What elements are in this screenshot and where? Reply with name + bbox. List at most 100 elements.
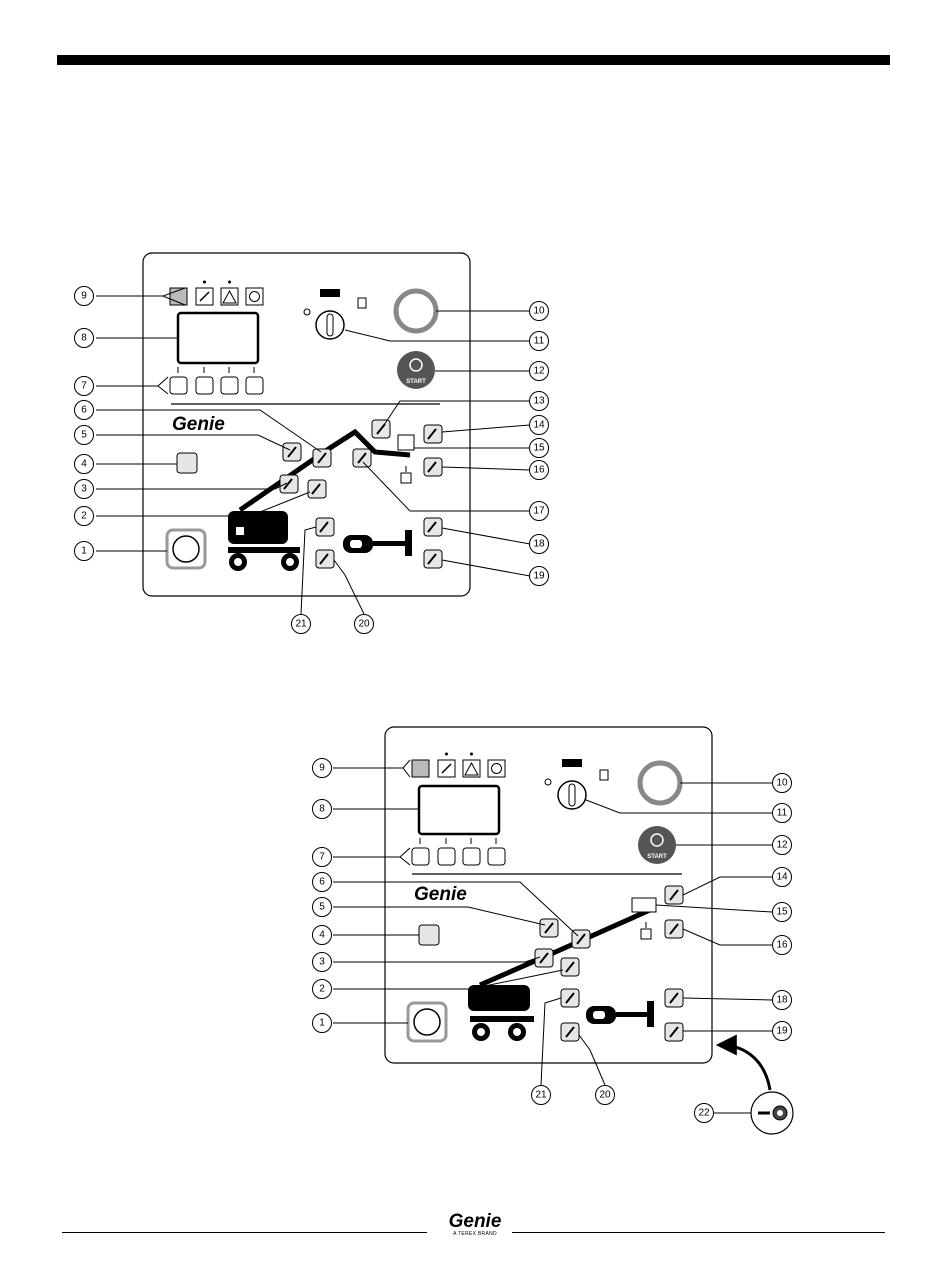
callout-bottom-6: 6 bbox=[313, 873, 332, 892]
bottom-panel: START Genie bbox=[385, 727, 712, 1063]
svg-text:START: START bbox=[406, 379, 426, 385]
footer-rule-right bbox=[512, 1232, 885, 1233]
svg-text:7: 7 bbox=[81, 381, 87, 392]
svg-text:11: 11 bbox=[534, 336, 545, 347]
callout-top-7: 7 bbox=[75, 377, 94, 396]
footer-rule-left bbox=[62, 1232, 427, 1233]
svg-text:14: 14 bbox=[776, 872, 788, 883]
callout-bottom-15: 15 bbox=[773, 903, 792, 922]
svg-text:20: 20 bbox=[358, 619, 370, 630]
svg-text:9: 9 bbox=[319, 763, 325, 774]
svg-text:11: 11 bbox=[777, 808, 788, 819]
svg-text:17: 17 bbox=[533, 506, 545, 517]
svg-text:14: 14 bbox=[533, 420, 545, 431]
svg-text:15: 15 bbox=[533, 443, 545, 454]
callout-top-21: 21 bbox=[292, 615, 311, 634]
svg-text:19: 19 bbox=[776, 1026, 788, 1037]
callout-top-2: 2 bbox=[75, 507, 94, 526]
callout-top-19: 19 bbox=[530, 567, 549, 586]
callout-bottom-14: 14 bbox=[773, 868, 792, 887]
lcd-display-2 bbox=[419, 786, 499, 834]
svg-text:21: 21 bbox=[295, 619, 307, 630]
svg-text:18: 18 bbox=[533, 539, 545, 550]
svg-text:1: 1 bbox=[319, 1018, 325, 1029]
footer-logo: Genie A TEREX BRAND bbox=[440, 1212, 510, 1237]
callout-top-18: 18 bbox=[530, 535, 549, 554]
callout-bottom-3: 3 bbox=[313, 953, 332, 972]
svg-text:15: 15 bbox=[776, 907, 788, 918]
callout-bottom-9: 9 bbox=[313, 759, 332, 778]
foot-switch-2 bbox=[408, 1003, 446, 1041]
callout-top-5: 5 bbox=[75, 426, 94, 445]
svg-text:START: START bbox=[647, 854, 667, 860]
svg-text:6: 6 bbox=[319, 877, 325, 888]
svg-text:10: 10 bbox=[776, 778, 788, 789]
svg-text:22: 22 bbox=[698, 1108, 710, 1119]
top-panel: START Genie bbox=[143, 253, 470, 596]
emergency-stop bbox=[396, 291, 436, 331]
key-icon bbox=[751, 1092, 793, 1134]
callout-bottom-12: 12 bbox=[773, 836, 792, 855]
callout-top-9: 9 bbox=[75, 287, 94, 306]
start-button: START bbox=[397, 351, 435, 389]
foot-switch bbox=[167, 530, 205, 568]
svg-text:8: 8 bbox=[81, 333, 87, 344]
svg-text:21: 21 bbox=[535, 1090, 547, 1101]
svg-text:8: 8 bbox=[319, 804, 325, 815]
svg-text:2: 2 bbox=[81, 511, 87, 522]
svg-text:4: 4 bbox=[319, 930, 325, 941]
lcd-display bbox=[178, 313, 258, 363]
callout-top-17: 17 bbox=[530, 502, 549, 521]
curved-arrow bbox=[720, 1045, 770, 1090]
callout-bottom-5: 5 bbox=[313, 898, 332, 917]
callout-top-13: 13 bbox=[530, 392, 549, 411]
svg-text:5: 5 bbox=[319, 902, 325, 913]
panel-logo: Genie bbox=[172, 414, 225, 435]
svg-text:9: 9 bbox=[81, 291, 87, 302]
svg-text:10: 10 bbox=[533, 306, 545, 317]
panel-logo-2: Genie bbox=[414, 884, 467, 905]
svg-text:20: 20 bbox=[599, 1090, 611, 1101]
callout-bottom-19: 19 bbox=[773, 1022, 792, 1041]
svg-text:4: 4 bbox=[81, 459, 87, 470]
callout-bottom-2: 2 bbox=[313, 980, 332, 999]
callout-top-3: 3 bbox=[75, 480, 94, 499]
callout-top-11: 11 bbox=[530, 332, 549, 351]
svg-text:5: 5 bbox=[81, 430, 87, 441]
svg-text:3: 3 bbox=[319, 957, 325, 968]
svg-text:7: 7 bbox=[319, 852, 325, 863]
callout-top-12: 12 bbox=[530, 362, 549, 381]
callout-top-20: 20 bbox=[355, 615, 374, 634]
footer-logo-name: Genie bbox=[440, 1212, 510, 1231]
callout-top-16: 16 bbox=[530, 461, 549, 480]
callout-bottom-21: 21 bbox=[532, 1086, 551, 1105]
callout-bottom-1: 1 bbox=[313, 1014, 332, 1033]
svg-text:13: 13 bbox=[533, 396, 545, 407]
svg-text:16: 16 bbox=[776, 940, 788, 951]
callout-bottom-11: 11 bbox=[773, 804, 792, 823]
start-button-2: START bbox=[638, 826, 676, 864]
svg-text:3: 3 bbox=[81, 484, 87, 495]
callout-bottom-7: 7 bbox=[313, 848, 332, 867]
emergency-stop-2 bbox=[640, 763, 680, 803]
svg-text:6: 6 bbox=[81, 405, 87, 416]
callout-bottom-16: 16 bbox=[773, 936, 792, 955]
callout-top-8: 8 bbox=[75, 329, 94, 348]
aux-button-2 bbox=[419, 925, 439, 945]
callout-top-1: 1 bbox=[75, 542, 94, 561]
callout-top-15: 15 bbox=[530, 439, 549, 458]
callout-top-4: 4 bbox=[75, 455, 94, 474]
callout-bottom-8: 8 bbox=[313, 800, 332, 819]
svg-text:18: 18 bbox=[776, 995, 788, 1006]
svg-text:1: 1 bbox=[81, 546, 87, 557]
svg-text:16: 16 bbox=[533, 465, 545, 476]
svg-text:12: 12 bbox=[533, 366, 545, 377]
callout-top-14: 14 bbox=[530, 416, 549, 435]
callout-bottom-4: 4 bbox=[313, 926, 332, 945]
callout-top-6: 6 bbox=[75, 401, 94, 420]
svg-text:12: 12 bbox=[776, 840, 788, 851]
svg-text:19: 19 bbox=[533, 571, 545, 582]
callout-bottom-20: 20 bbox=[596, 1086, 615, 1105]
callout-top-10: 10 bbox=[530, 302, 549, 321]
